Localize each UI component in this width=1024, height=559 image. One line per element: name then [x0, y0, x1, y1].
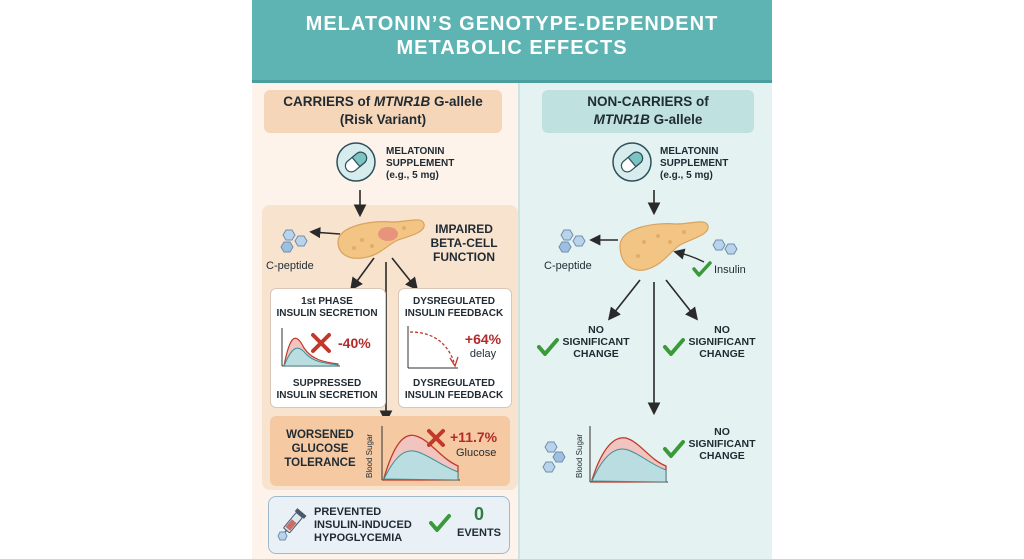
cross-icon — [427, 429, 445, 447]
hypoglycemia-label: PREVENTED INSULIN-INDUCED HYPOGLYCEMIA — [314, 506, 412, 544]
syringe-icon — [277, 508, 307, 541]
non-carriers-no-change-right: NO SIGNIFICANT CHANGE — [688, 324, 756, 360]
hexagon-molecule-icon — [280, 229, 308, 253]
first-phase-footer: SUPPRESSED INSULIN SECRETION — [276, 378, 378, 401]
impaired-beta-cell-label: IMPAIRED BETA-CELL FUNCTION — [430, 222, 498, 264]
non-carriers-heading: NON-CARRIERS of MTNR1B G-allele — [542, 90, 754, 133]
check-icon — [663, 440, 685, 458]
dysregulated-feedback-box — [398, 288, 512, 408]
non-carriers-cpeptide-label: C-peptide — [544, 260, 592, 272]
carriers-heading-prefix: CARRIERS of — [283, 94, 374, 109]
dysregulated-footer: DYSREGULATED INSULIN FEEDBACK — [404, 378, 504, 401]
carriers-arrows — [309, 190, 418, 424]
glucose-value-label: Glucose — [456, 447, 497, 459]
title-line-2: METABOLIC EFFECTS — [396, 37, 628, 59]
dysregulated-title: DYSREGULATED INSULIN FEEDBACK — [404, 296, 504, 319]
hypoglycemia-count-label: EVENTS — [456, 527, 501, 539]
hexagon-molecule-icon — [558, 229, 586, 253]
dysregulated-value: +64% — [464, 331, 502, 347]
non-carriers-heading-line1: NON-CARRIERS of — [587, 94, 709, 109]
pill-icon — [612, 142, 652, 182]
non-carriers-no-change-bottom: NO SIGNIFICANT CHANGE — [688, 426, 756, 462]
glucose-tolerance-label: WORSENED GLUCOSE TOLERANCE — [284, 429, 356, 469]
panel-divider — [518, 83, 520, 559]
check-icon — [663, 338, 685, 356]
check-icon — [429, 514, 451, 532]
non-carriers-heading-gene: MTNR1B — [593, 112, 650, 127]
pancreas-icon — [619, 221, 709, 271]
cross-icon — [311, 333, 331, 353]
title-line-1: MELATONIN’S GENOTYPE-DEPENDENT — [305, 13, 719, 35]
first-phase-value: -40% — [338, 335, 371, 351]
carriers-heading-line2: (Risk Variant) — [339, 112, 427, 127]
first-phase-curve — [281, 328, 340, 367]
check-icon — [537, 338, 559, 356]
non-carriers-arrows — [589, 190, 705, 416]
non-carriers-supplement-label: MELATONIN SUPPLEMENT (e.g., 5 mg) — [660, 146, 729, 181]
carriers-heading-gene: MTNR1B — [373, 94, 431, 109]
infographic-frame: MELATONIN’S GENOTYPE-DEPENDENT METABOLIC… — [252, 0, 772, 559]
carriers-supplement-label: MELATONIN SUPPLEMENT (e.g., 5 mg) — [386, 146, 455, 181]
first-phase-title: 1st PHASE INSULIN SECRETION — [276, 296, 378, 319]
carriers-heading-suffix: G-allele — [430, 94, 483, 109]
hexagon-molecule-icon — [542, 441, 566, 473]
page-title: MELATONIN’S GENOTYPE-DEPENDENT METABOLIC… — [252, 12, 772, 60]
glucose-value: +11.7% — [450, 429, 498, 445]
non-carriers-no-change-left: NO SIGNIFICANT CHANGE — [562, 324, 630, 360]
non-carriers-blood-sugar-axis-label: Blood Sugar — [575, 433, 584, 478]
carriers-cpeptide-label: C-peptide — [266, 260, 314, 272]
check-icon — [692, 261, 712, 277]
pancreas-icon — [337, 219, 425, 259]
non-carriers-glucose-curve — [589, 426, 668, 483]
feedback-delay-curve — [407, 326, 459, 369]
carriers-glucose-curve — [381, 426, 460, 481]
hypoglycemia-count: 0 — [473, 504, 484, 524]
dysregulated-value-label: delay — [469, 348, 497, 360]
hypoglycemia-box — [268, 496, 510, 554]
insulin-label: Insulin — [714, 264, 746, 276]
hexagon-molecule-icon — [712, 239, 738, 255]
non-carriers-heading-suffix: G-allele — [649, 112, 703, 127]
carriers-heading: CARRIERS of MTNR1B G-allele (Risk Varian… — [264, 90, 502, 133]
title-banner — [252, 0, 772, 83]
pill-icon — [336, 142, 376, 182]
